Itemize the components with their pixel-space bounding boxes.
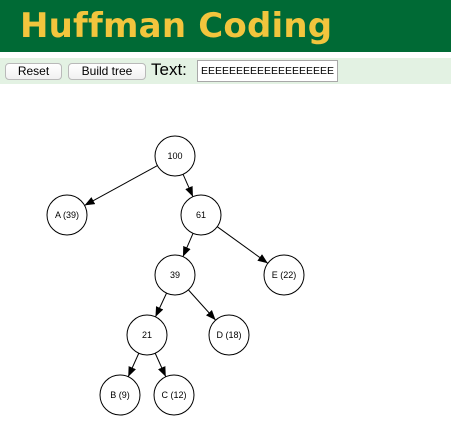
tree-node-label: A (39) xyxy=(55,210,79,220)
tree-node: 61 xyxy=(180,194,222,236)
tree-node: 39 xyxy=(154,254,196,296)
tree-node-label: D (18) xyxy=(216,330,241,340)
tree-node-circle xyxy=(99,374,141,416)
tree-node-circle xyxy=(126,314,168,356)
tree-node-label: B (9) xyxy=(110,390,130,400)
tree-node-circle xyxy=(208,314,250,356)
text-input[interactable] xyxy=(197,60,338,82)
tree-node: B (9) xyxy=(99,374,141,416)
tree-edge xyxy=(154,353,167,377)
tree-node: C (12) xyxy=(153,374,195,416)
reset-button[interactable]: Reset xyxy=(5,63,62,80)
tree-node-circle xyxy=(154,254,196,296)
tree-edge xyxy=(182,174,194,197)
page-title: Huffman Coding xyxy=(20,6,333,46)
tree-edge xyxy=(216,226,269,264)
tree-node: D (18) xyxy=(208,314,250,356)
controls-bar: Reset Build tree Text: xyxy=(0,58,451,84)
tree-node-circle xyxy=(153,374,195,416)
edges-layer xyxy=(84,165,269,377)
header-bar: Huffman Coding xyxy=(0,0,451,52)
tree-node-label: 61 xyxy=(196,210,206,220)
tree-node-circle xyxy=(263,254,305,296)
tree-node-label: 21 xyxy=(142,330,152,340)
tree-edge xyxy=(155,292,167,318)
tree-node-label: 39 xyxy=(170,270,180,280)
tree-node: 21 xyxy=(126,314,168,356)
tree-node: E (22) xyxy=(263,254,305,296)
tree-edge xyxy=(188,289,216,321)
text-label: Text: xyxy=(151,60,187,79)
tree-node-label: 100 xyxy=(167,151,182,161)
tree-node: A (39) xyxy=(46,194,88,236)
nodes-layer: 100 A (39) 61 39 E (22) 21 D (18) B (9) C (12) xyxy=(46,135,305,416)
tree-node-circle xyxy=(46,194,88,236)
tree-edge xyxy=(127,353,140,377)
tree-node-label: E (22) xyxy=(272,270,297,280)
build-tree-button[interactable]: Build tree xyxy=(68,63,146,80)
tree-edge xyxy=(182,233,194,257)
tree-node-label: C (12) xyxy=(161,390,186,400)
tree-node-circle xyxy=(154,135,196,177)
tree-node-circle xyxy=(180,194,222,236)
tree-edge xyxy=(84,165,158,206)
tree-node: 100 xyxy=(154,135,196,177)
